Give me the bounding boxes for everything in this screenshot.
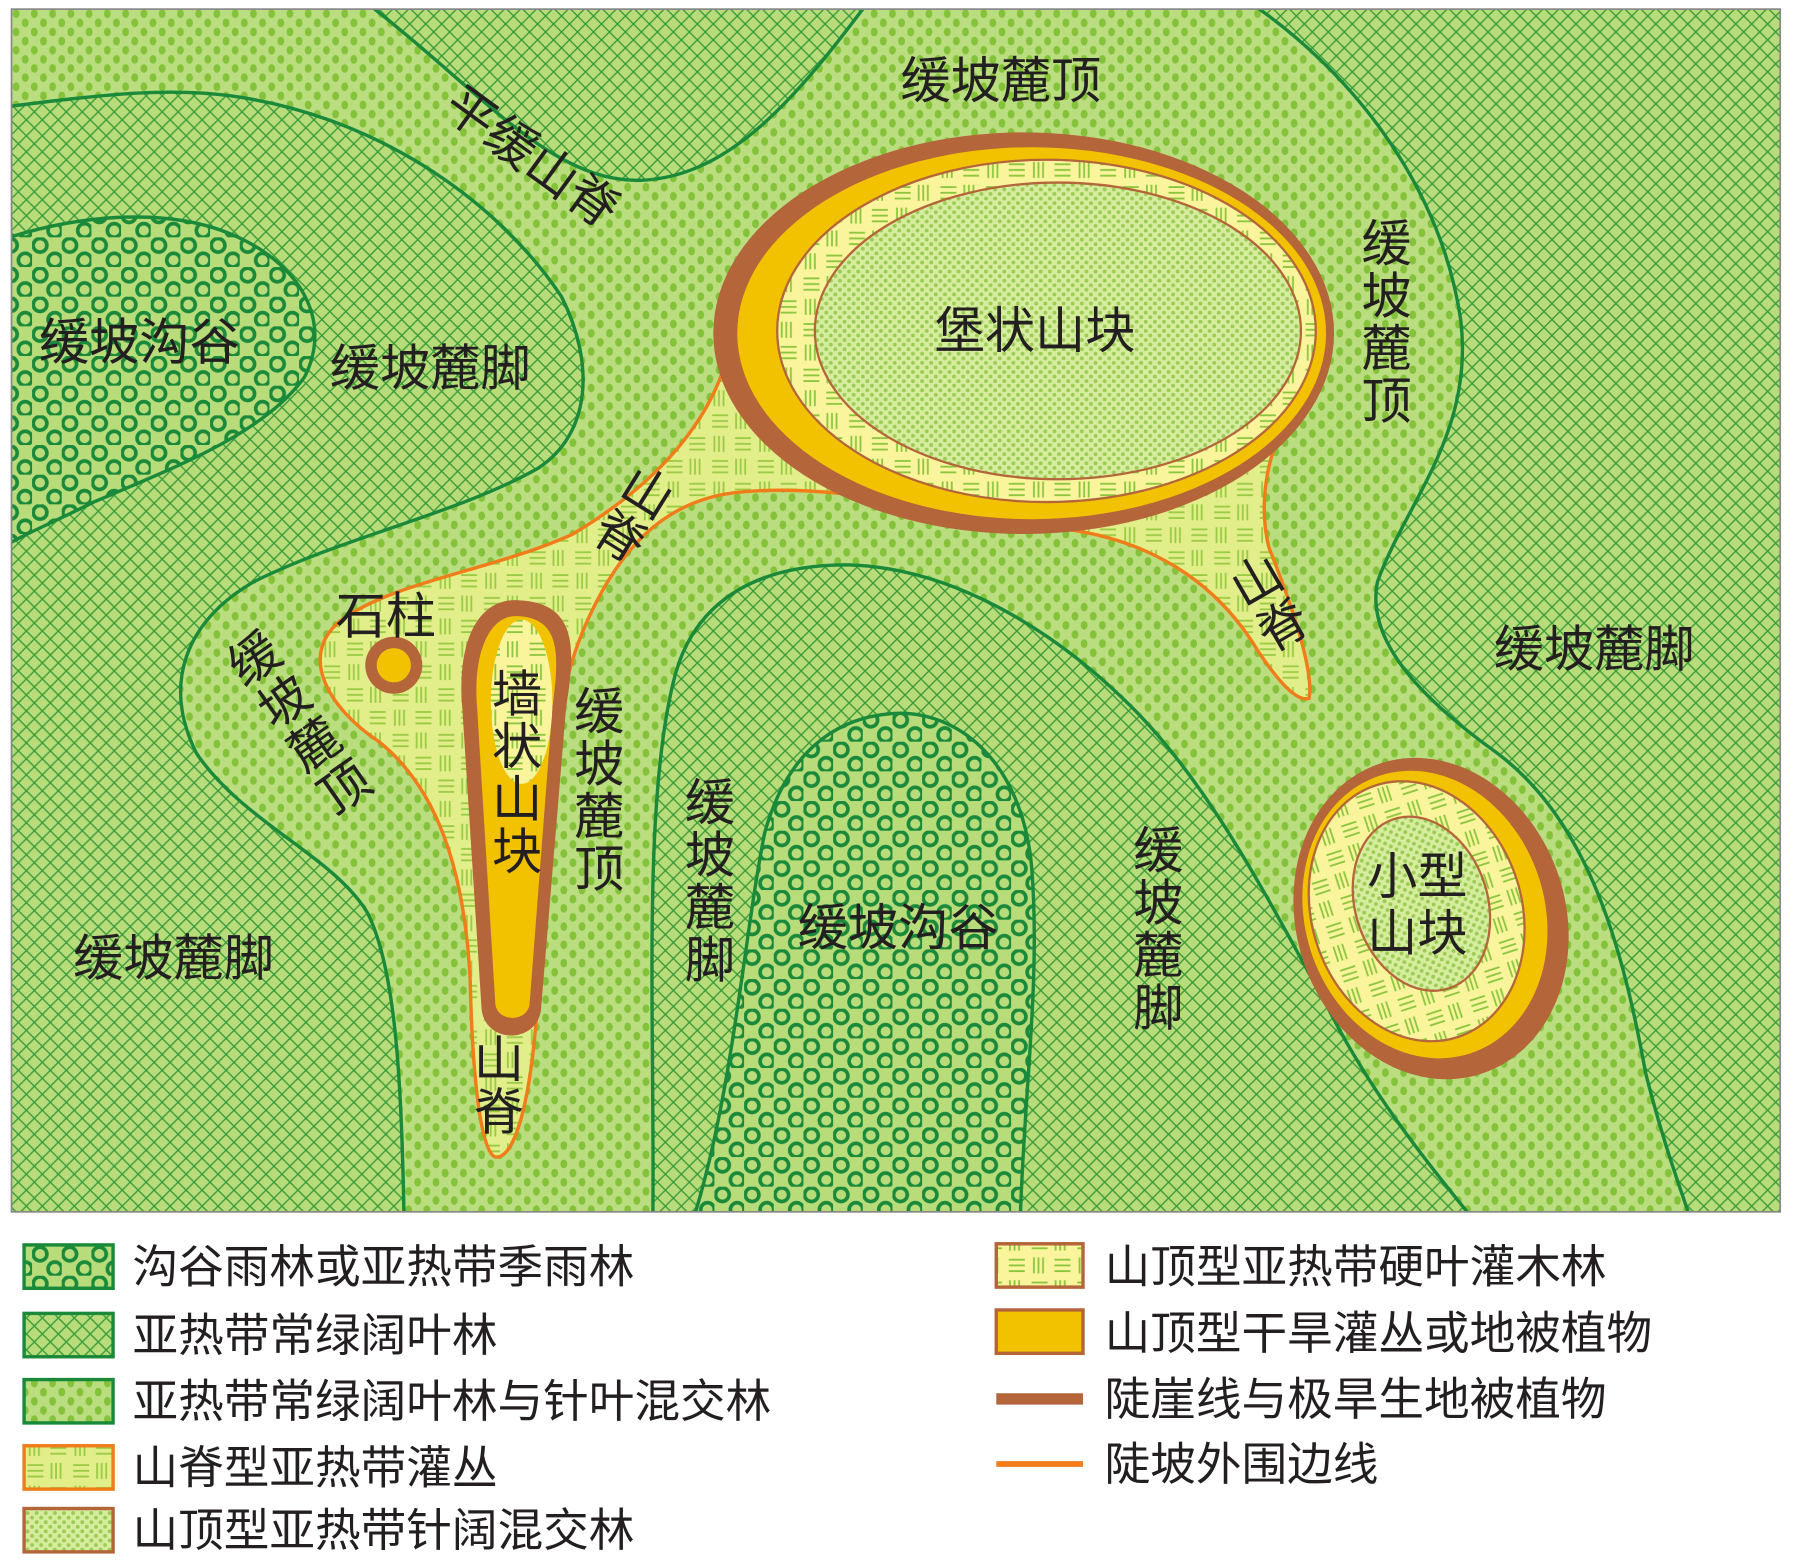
- label-wall-massif: 墙状山块: [484, 668, 543, 878]
- legend-label: 山顶型亚热带硬叶灌木林: [1105, 1241, 1607, 1294]
- map-frame: [10, 8, 1782, 1213]
- rainforest-region-center: [693, 711, 1037, 1212]
- swatch-ridge-shrub: [22, 1444, 115, 1491]
- label-castle-massif: 堡状山块: [935, 301, 1136, 360]
- broadleaf-region-right: [1256, 9, 1781, 1212]
- legend-item-rainforest: 沟谷雨林或亚热带季雨林: [22, 1241, 634, 1294]
- swatch-summit-mixed: [22, 1506, 115, 1554]
- legend-item-broadleaf: 亚热带常绿阔叶林: [22, 1309, 497, 1362]
- label-left-valley: 缓坡沟谷: [39, 312, 240, 371]
- swatch-sclerophyll: [994, 1242, 1085, 1289]
- legend-item-mixed: 亚热带常绿阔叶林与针叶混交林: [22, 1375, 771, 1428]
- stone-pillar: [365, 636, 423, 694]
- rainforest-region-left: [11, 215, 317, 545]
- wall-massif: [461, 600, 572, 1036]
- label-top-summit: 缓坡麓顶: [900, 51, 1101, 110]
- legend: 沟谷雨林或亚热带季雨林 亚热带常绿阔叶林 亚热带常绿阔叶林与针叶混交林 山脊型亚…: [22, 1241, 1652, 1557]
- label-right-foot: 缓坡麓脚: [1494, 619, 1695, 678]
- swatch-mixed: [22, 1377, 115, 1425]
- label-mid-foot: 缓坡麓脚: [677, 776, 736, 986]
- swatch-dry-shrub: [994, 1308, 1085, 1356]
- legend-label: 陡坡外围边线: [1105, 1438, 1379, 1491]
- legend-label: 山顶型亚热带针阔混交林: [132, 1504, 634, 1557]
- legend-label: 山脊型亚热带灌丛: [132, 1441, 497, 1494]
- legend-label: 山顶型干旱灌丛或地被植物: [1105, 1307, 1652, 1360]
- small-massif: [1293, 757, 1569, 1080]
- legend-item-cliff-line: 陡崖线与极旱生地被植物: [996, 1373, 1607, 1426]
- label-bottom-left-foot: 缓坡麓脚: [73, 929, 274, 988]
- legend-item-slope-outline: 陡坡外围边线: [996, 1438, 1378, 1491]
- map-area: 缓坡麓顶 平缓山脊 缓坡沟谷 缓坡麓脚 堡状山块 缓坡麓顶 山脊 石柱 墙状山块…: [11, 9, 1781, 1212]
- summit-mixed-core: [1351, 815, 1492, 992]
- label-center-valley: 缓坡沟谷: [798, 898, 999, 957]
- label-small-massif-2: 山块: [1367, 904, 1467, 963]
- swatch-broadleaf: [22, 1311, 115, 1359]
- broadleaf-region-top: [371, 9, 865, 183]
- label-mid-summit: 缓坡麓顶: [566, 685, 625, 895]
- legend-label: 亚热带常绿阔叶林: [132, 1309, 497, 1362]
- legend-item-ridge-shrub: 山脊型亚热带灌丛: [22, 1441, 497, 1494]
- castle-massif: [713, 132, 1335, 535]
- label-right-summit: 缓坡麓顶: [1354, 217, 1413, 427]
- label-stone-pillar: 石柱: [336, 586, 436, 645]
- legend-label: 陡崖线与极旱生地被植物: [1105, 1373, 1607, 1426]
- legend-item-dry-shrub: 山顶型干旱灌丛或地被植物: [994, 1307, 1652, 1360]
- sclerophyll-core: [490, 619, 553, 784]
- swatch-rainforest: [22, 1243, 115, 1290]
- label-left-foot: 缓坡麓脚: [330, 339, 531, 398]
- legend-label: 沟谷雨林或亚热带季雨林: [132, 1241, 634, 1294]
- legend-item-summit-mixed: 山顶型亚热带针阔混交林: [22, 1504, 634, 1557]
- label-small-massif-1: 小型: [1367, 846, 1467, 905]
- legend-item-sclerophyll: 山顶型亚热带硬叶灌木林: [994, 1241, 1607, 1294]
- label-center-right-foot: 缓坡麓脚: [1125, 824, 1184, 1034]
- label-ridge-bottom: 山脊: [466, 1033, 525, 1138]
- summit-mixed-core: [813, 181, 1303, 481]
- legend-label: 亚热带常绿阔叶林与针叶混交林: [132, 1375, 771, 1428]
